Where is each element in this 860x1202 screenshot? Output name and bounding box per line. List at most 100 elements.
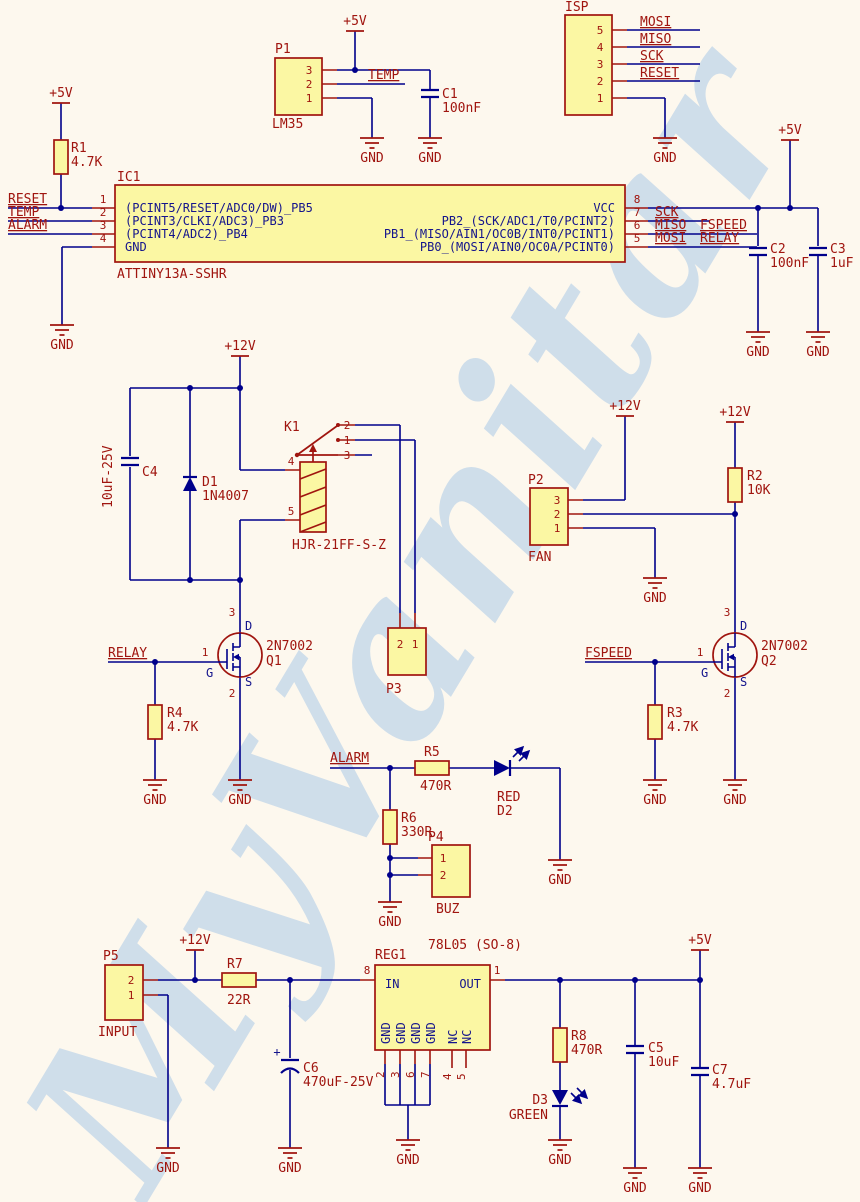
- p3-pin-num: 1: [412, 638, 419, 651]
- c6-ref: C6: [303, 1061, 319, 1076]
- isp-ref: ISP: [565, 0, 589, 15]
- component-c1: C1 100nF: [419, 87, 481, 116]
- ic1-pin-name: GND: [125, 240, 147, 254]
- r3-ref: R3: [667, 706, 683, 721]
- d1-value: 1N4007: [202, 489, 249, 504]
- gnd-label: GND: [360, 151, 384, 166]
- ic1-pin-name: PB2_(SCK/ADC1/T0/PCINT2): [442, 214, 615, 228]
- q2-pin-num: 1: [697, 646, 704, 659]
- d3-ref: D3: [532, 1093, 548, 1108]
- net-relay: RELAY: [108, 646, 147, 661]
- component-d1: D1 1N4007: [183, 475, 249, 504]
- r7-ref: R7: [227, 957, 243, 972]
- isp-pin-num: 3: [597, 58, 604, 71]
- p1-pin-num: 3: [306, 64, 313, 77]
- net-mosi: MOSI: [655, 231, 686, 246]
- c1-value: 100nF: [442, 101, 481, 116]
- p1-ref: P1: [275, 42, 291, 57]
- component-r7: R7 22R: [221, 957, 257, 1008]
- gnd-label: GND: [653, 151, 677, 166]
- gnd-label: GND: [623, 1181, 647, 1196]
- p4-pin-num: 1: [440, 852, 447, 865]
- isp-pin-num: 5: [597, 24, 604, 37]
- net-relay: RELAY: [700, 231, 739, 246]
- r1-value: 4.7K: [71, 155, 102, 170]
- p2-pin-num: 2: [554, 508, 561, 521]
- c2-value: 100nF: [770, 256, 809, 271]
- p5-value: INPUT: [98, 1025, 137, 1040]
- component-r6: R6 330R: [382, 809, 432, 845]
- net-reset: RESET: [8, 192, 47, 207]
- c6-plus: +: [273, 1045, 280, 1059]
- q1-pin-num: 2: [229, 687, 236, 700]
- reg1-pin-num: 3: [389, 1071, 402, 1078]
- reg1-gnd-pin: GND: [409, 1022, 423, 1044]
- ic1-ref: IC1: [117, 170, 140, 185]
- p3-pin-num: 2: [397, 638, 404, 651]
- component-ic1: IC1 ATTINY13A-SSHR 1 2 3 4 (PCINT5/RESET…: [100, 170, 641, 282]
- p12v-label: +12V: [179, 933, 210, 948]
- reg1-ref: REG1: [375, 948, 406, 963]
- gnd-label: GND: [746, 345, 770, 360]
- junction-dots: [58, 67, 793, 983]
- k1-pin-num: 5: [288, 505, 295, 518]
- reg1-pin-num: 6: [404, 1071, 417, 1078]
- p5v-label: +5V: [688, 933, 712, 948]
- c4-value: 10uF-25V: [101, 445, 116, 508]
- reg1-gnd-pin: GND: [394, 1022, 408, 1044]
- q1-value: 2N7002: [266, 639, 313, 654]
- k1-pin-num: 1: [344, 434, 351, 447]
- net-labels: RESET TEMP ALARM TEMP MOSI MISO SCK RESE…: [8, 15, 747, 766]
- reg1-gnd-pin: GND: [424, 1022, 438, 1044]
- r2-value: 10K: [747, 483, 771, 498]
- net-fspeed: FSPEED: [700, 218, 747, 233]
- component-d2-led: RED D2: [494, 745, 531, 819]
- p3-ref: P3: [386, 682, 402, 697]
- r8-ref: R8: [571, 1029, 587, 1044]
- pin-stubs: [92, 29, 648, 1068]
- gnd-label: GND: [228, 793, 252, 808]
- c5-ref: C5: [648, 1041, 664, 1056]
- k1-pin-num: 4: [288, 455, 295, 468]
- q1-pin-d: D: [245, 619, 252, 633]
- component-p5: P5 2 1 INPUT: [98, 949, 144, 1040]
- ic1-pin-name: VCC: [593, 201, 615, 215]
- d2-value: RED: [497, 790, 521, 805]
- p5-ref: P5: [103, 949, 119, 964]
- p1-pin-num: 2: [306, 78, 313, 91]
- r6-value: 330R: [401, 825, 432, 840]
- ic1-pin-num: 8: [634, 193, 641, 206]
- c2-ref: C2: [770, 242, 786, 257]
- c4-ref: C4: [142, 465, 158, 480]
- component-r2: R2 10K: [727, 467, 771, 503]
- d2-ref: D2: [497, 804, 513, 819]
- r5-value: 470R: [420, 779, 451, 794]
- q2-ref: Q2: [761, 654, 777, 669]
- p12v-label: +12V: [609, 399, 640, 414]
- k1-value: HJR-21FF-S-Z: [292, 538, 386, 553]
- component-k1-relay: K1 HJR-21FF-S-Z 2 1 3 4 5: [284, 419, 386, 553]
- net-miso: MISO: [655, 218, 686, 233]
- net-mosi: MOSI: [640, 15, 671, 30]
- component-r5: R5 470R: [414, 745, 451, 794]
- r3-value: 4.7K: [667, 720, 698, 735]
- r4-ref: R4: [167, 706, 183, 721]
- gnd-label: GND: [378, 915, 402, 930]
- d3-value: GREEN: [509, 1108, 548, 1123]
- p5v-label: +5V: [343, 14, 367, 29]
- p2-value: FAN: [528, 550, 551, 565]
- reg1-value: 78L05 (SO-8): [428, 938, 522, 953]
- component-r4: R4 4.7K: [147, 704, 198, 740]
- gnd-label: GND: [396, 1153, 420, 1168]
- p5-pin-num: 1: [128, 989, 135, 1002]
- net-reset: RESET: [640, 66, 679, 81]
- k1-pin-num: 2: [344, 419, 351, 432]
- net-temp: TEMP: [8, 205, 39, 220]
- q2-pin-s: S: [740, 675, 747, 689]
- gnd-label: GND: [723, 793, 747, 808]
- q1-pin-num: 1: [202, 646, 209, 659]
- q2-value: 2N7002: [761, 639, 808, 654]
- net-sck: SCK: [655, 205, 679, 220]
